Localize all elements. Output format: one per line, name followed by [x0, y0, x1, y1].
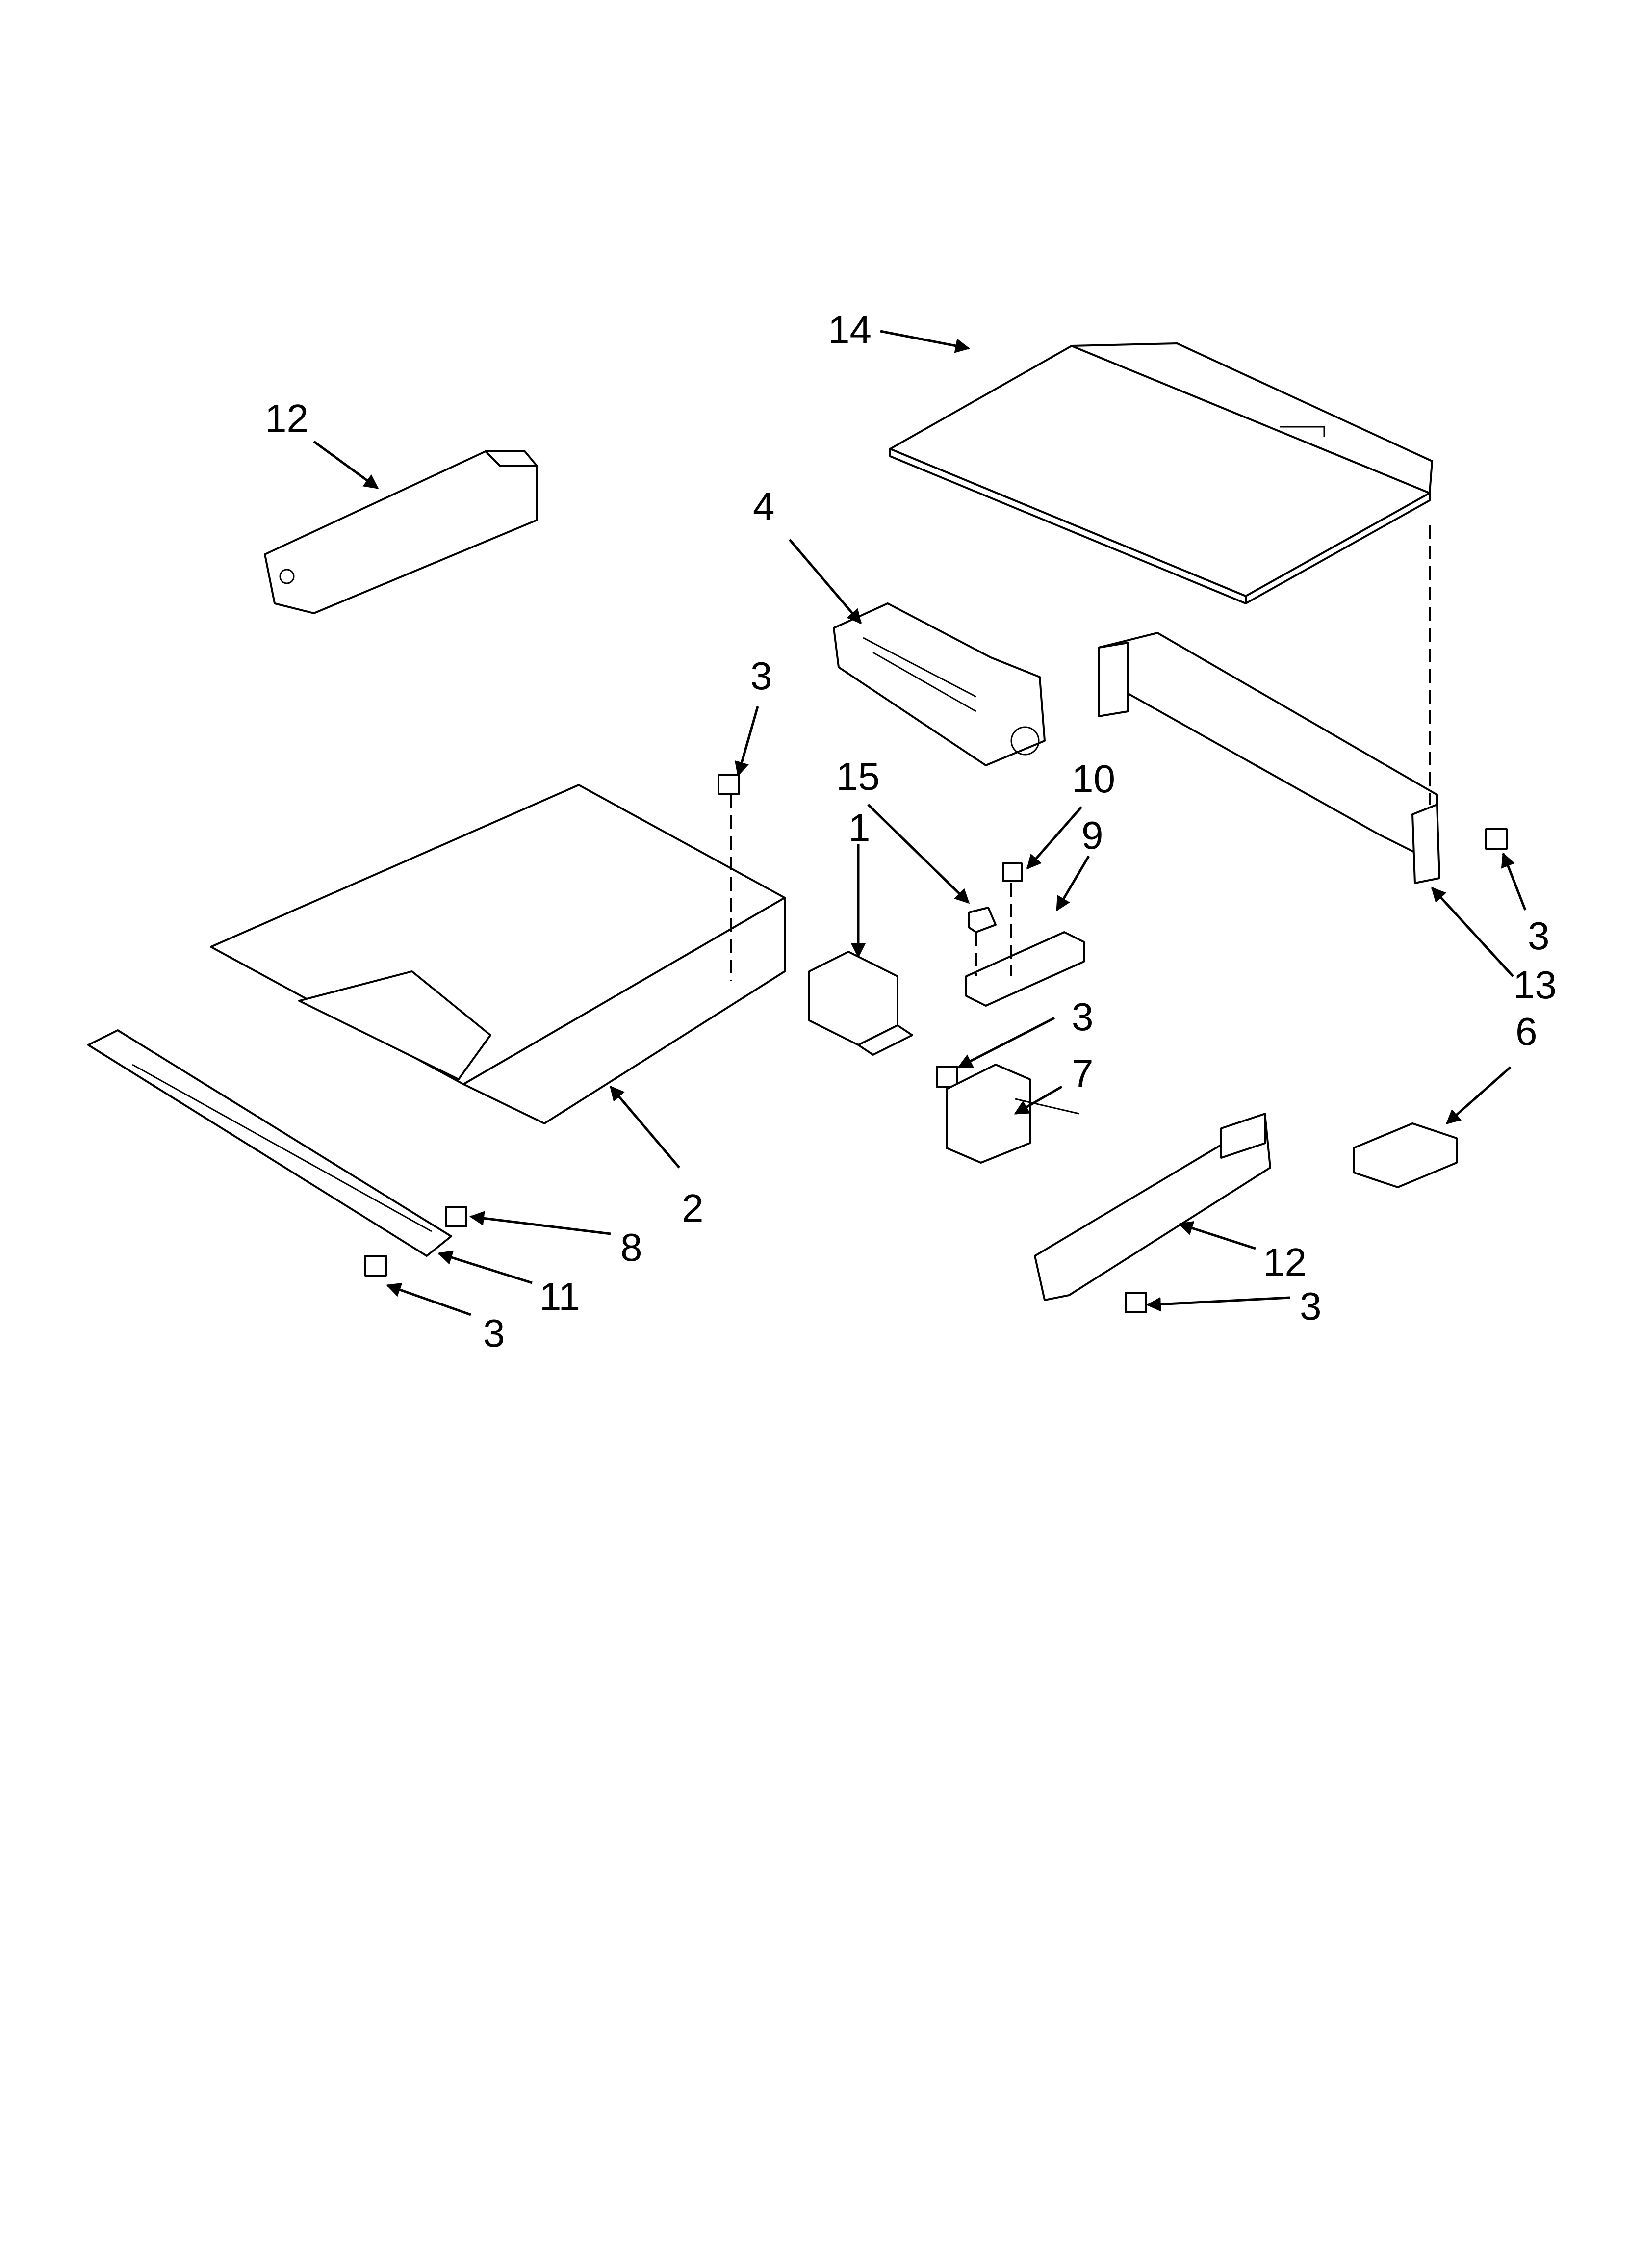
part-12-side-bracket-top [264, 450, 538, 614]
part-13-rear-rail [1098, 525, 1440, 884]
callout-2: 2 [682, 1186, 704, 1230]
part-11-vent-strip [87, 1029, 452, 1257]
part-2-bottom-panel [210, 784, 786, 1124]
callout-3-e: 3 [1300, 1284, 1322, 1328]
leader-arrows [313, 330, 1527, 1316]
callout-6: 6 [1515, 1010, 1538, 1053]
callout-3-d: 3 [483, 1311, 505, 1355]
part-14-top-cover [889, 342, 1433, 604]
part-7-transformer [946, 1064, 1079, 1164]
part-4-control-assembly [833, 602, 1046, 766]
part-12-side-bracket-bottom [1034, 1113, 1271, 1301]
callout-11: 11 [539, 1275, 580, 1318]
callout-7: 7 [1072, 1051, 1094, 1095]
callout-14: 14 [828, 308, 872, 352]
part-9-terminal-block [965, 931, 1085, 1007]
screw-icon [364, 774, 1508, 1313]
callout-15: 15 [836, 755, 880, 798]
callout-4: 4 [753, 485, 775, 528]
part-1-relay [808, 951, 913, 1056]
callout-3-b: 3 [1528, 914, 1550, 958]
callout-1: 1 [848, 806, 871, 850]
callout-3-a: 3 [750, 654, 772, 698]
part-8-clip [445, 1206, 467, 1227]
callout-13: 13 [1513, 963, 1557, 1007]
callout-12-top: 12 [265, 396, 308, 440]
part-15-nut [968, 907, 997, 933]
callout-12-bottom: 12 [1263, 1240, 1307, 1284]
part-6-box [1353, 1122, 1458, 1188]
callout-10: 10 [1072, 757, 1115, 801]
callout-8: 8 [620, 1225, 642, 1269]
callout-3-c: 3 [1072, 995, 1094, 1039]
callout-9: 9 [1081, 813, 1103, 857]
